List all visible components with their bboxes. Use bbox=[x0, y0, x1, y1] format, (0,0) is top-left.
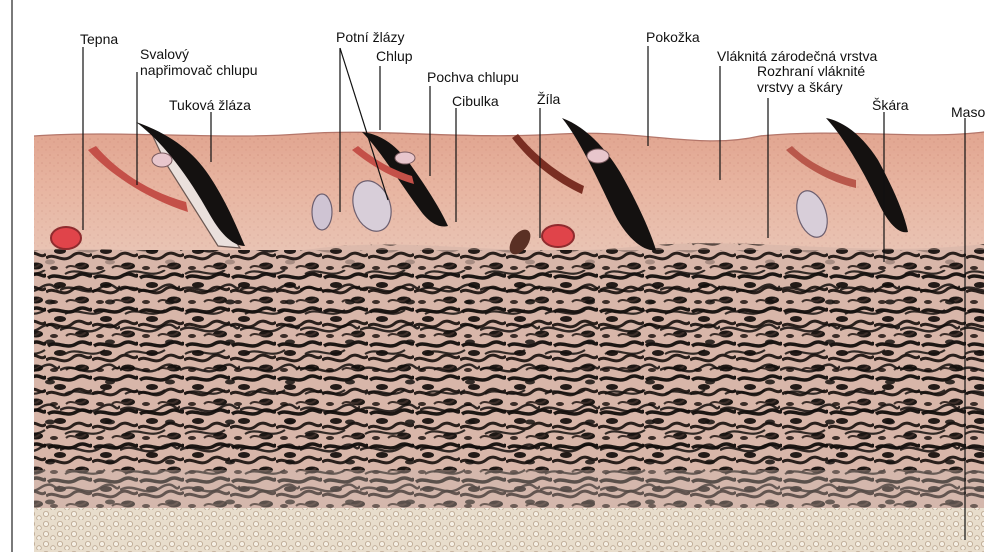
label-maso: Maso bbox=[951, 104, 985, 120]
label-vlaknita-vrstva: Vláknitá zárodečná vrstva bbox=[717, 48, 877, 64]
label-rozhrani-line2: vrstvy a škáry bbox=[757, 79, 865, 95]
label-svalovy-line1: Svalový bbox=[140, 46, 258, 62]
label-svalovy-napirmovac: Svalový napřimovač chlupu bbox=[140, 46, 258, 78]
label-zila: Žíla bbox=[537, 91, 560, 107]
label-pochva-chlupu: Pochva chlupu bbox=[427, 69, 519, 85]
label-rozhrani-line1: Rozhraní vláknité bbox=[757, 63, 865, 79]
label-rozhrani: Rozhraní vláknité vrstvy a škáry bbox=[757, 63, 865, 95]
label-tepna: Tepna bbox=[80, 31, 118, 47]
label-cibulka: Cibulka bbox=[452, 93, 499, 109]
label-svalovy-line2: napřimovač chlupu bbox=[140, 62, 258, 78]
label-chlup: Chlup bbox=[376, 48, 413, 64]
label-potni-zlazy: Potní žlázy bbox=[336, 29, 404, 45]
label-tukova-zlaza: Tuková žláza bbox=[169, 97, 251, 113]
label-skara: Škára bbox=[872, 97, 909, 113]
label-pokozka: Pokožka bbox=[646, 29, 700, 45]
